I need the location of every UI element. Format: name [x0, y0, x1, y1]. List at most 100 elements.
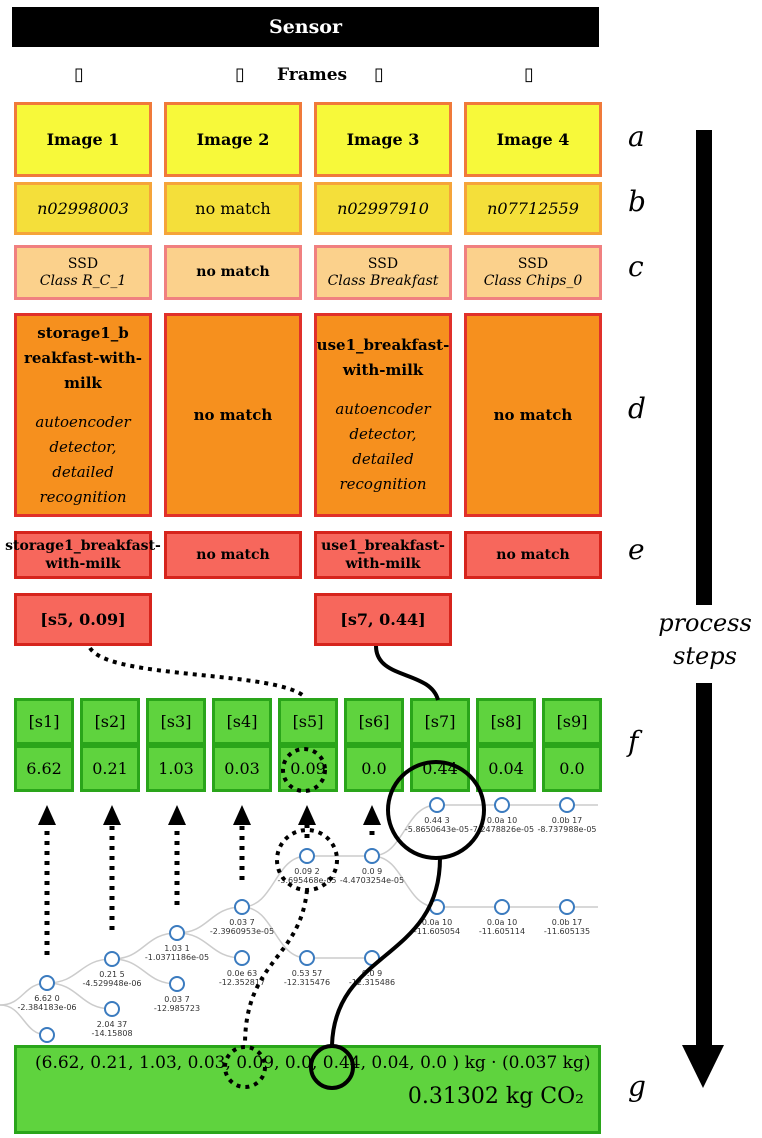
- tree-node-label: -12.352817: [219, 978, 265, 987]
- highlight-result-s7: [309, 1044, 355, 1090]
- tree-edge: [241, 855, 308, 908]
- state-label-box: [s7]: [410, 698, 470, 745]
- tree-edge: [111, 932, 178, 960]
- process-arrow-bar: [696, 683, 712, 1048]
- tree-node: [39, 975, 55, 991]
- tree-node-label: 2.04 37: [97, 1020, 128, 1029]
- row-e-box: storage1_breakfast-with-milk: [5, 531, 161, 579]
- row-b-box: n02997910: [314, 182, 452, 235]
- state-label-box: [s9]: [542, 698, 602, 745]
- tree-edge: [46, 958, 113, 984]
- row-a-box: Image 2: [164, 102, 302, 177]
- missing-glyph: ▯: [524, 64, 534, 85]
- tree-edge: [176, 932, 243, 959]
- tree-node-label: 0.0 9: [362, 969, 382, 978]
- tree-node-label: 0.0 9: [362, 867, 382, 876]
- frames-label: Frames: [277, 65, 348, 85]
- tree-node-label: -14.15808: [91, 1029, 132, 1038]
- tree-node: [429, 797, 445, 813]
- row-a-box: Image 3: [314, 102, 452, 177]
- tree-node-label: 1.03 1: [164, 944, 189, 953]
- step-letter-f: f: [628, 725, 639, 758]
- state-match-box: [s5, 0.09]: [14, 593, 152, 646]
- state-value-box: 0.04: [476, 745, 536, 792]
- row-b-box: n07712559: [464, 182, 602, 235]
- state-label-box: [s3]: [146, 698, 206, 745]
- state-label-box: [s5]: [278, 698, 338, 745]
- solid-link-s7: [374, 645, 440, 701]
- missing-glyph: ▯: [74, 64, 84, 85]
- tree-node: [169, 976, 185, 992]
- row-a-box: Image 1: [14, 102, 152, 177]
- tree-node-label: -11.605135: [544, 927, 590, 936]
- tree-edge: [371, 804, 438, 857]
- arrowhead-icon: [103, 805, 121, 825]
- tree-node-label: -11.605054: [414, 927, 460, 936]
- row-e-box: use1_breakfast-with-milk: [314, 531, 452, 579]
- row-e-box: no match: [164, 531, 302, 579]
- tree-node: [169, 925, 185, 941]
- tree-node-label: -12.315476: [284, 978, 330, 987]
- tree-edge: [241, 906, 308, 959]
- row-d-box: no match: [464, 313, 602, 517]
- tree-edge: [371, 855, 438, 908]
- tree-edge: [111, 958, 178, 985]
- state-value-box: 0.21: [80, 745, 140, 792]
- tree-node-label: -2.3960953e-05: [210, 927, 274, 936]
- tree-edge: [46, 982, 113, 1010]
- state-label-box: [s2]: [80, 698, 140, 745]
- tree-node: [299, 848, 315, 864]
- tree-node-label: 0.53 57: [292, 969, 323, 978]
- state-value-box: 0.03: [212, 745, 272, 792]
- tree-node-label: -1.0371186e-05: [145, 953, 209, 962]
- arrowhead-icon: [298, 805, 316, 825]
- tree-node-label: -7.2478826e-05: [470, 825, 534, 834]
- state-value-box: 0.09: [278, 745, 338, 792]
- state-match-box: [s7, 0.44]: [314, 593, 452, 646]
- state-label-box: [s4]: [212, 698, 272, 745]
- tree-node-label: -12.315486: [349, 978, 395, 987]
- tree-node-label: 0.0a 10: [422, 918, 452, 927]
- highlight-result-s5: [223, 1045, 267, 1089]
- tree-node-label: -2.384183e-06: [17, 1003, 76, 1012]
- state-label-box: [s8]: [476, 698, 536, 745]
- tree-node-label: -11.605114: [479, 927, 525, 936]
- step-letter-a: a: [628, 120, 645, 153]
- tree-node-label: -5.8650643e-05: [405, 825, 469, 834]
- state-label-box: [s6]: [344, 698, 404, 745]
- tree-node: [234, 899, 250, 915]
- tree-node-label: 0.09 2: [294, 867, 319, 876]
- arrowhead-icon: [168, 805, 186, 825]
- step-letter-g: g: [628, 1070, 646, 1103]
- tree-node-label: -4.4703254e-05: [340, 876, 404, 885]
- step-letter-c: c: [628, 250, 644, 283]
- state-value-box: 6.62: [14, 745, 74, 792]
- step-letter-d: d: [628, 392, 646, 425]
- tree-node-label: 0.0b 17: [552, 816, 583, 825]
- tree-node-label: 0.0b 17: [552, 918, 583, 927]
- process-arrowhead-icon: [682, 1045, 724, 1088]
- state-value-box: 1.03: [146, 745, 206, 792]
- row-b-box: n02998003: [14, 182, 152, 235]
- solid-link-result: [330, 857, 442, 1046]
- tree-node-label: 6.62 0: [34, 994, 59, 1003]
- tree-node: [559, 899, 575, 915]
- tree-node: [234, 950, 250, 966]
- result-bar: (6.62, 0.21, 1.03, 0.03, 0.09, 0.0, 0.44…: [14, 1045, 601, 1134]
- arrowhead-icon: [363, 805, 381, 825]
- highlight-s7: [386, 760, 486, 860]
- tree-node: [104, 951, 120, 967]
- tree-node-label: 0.21 5: [99, 970, 124, 979]
- result-total: 0.31302 kg CO₂: [407, 1084, 584, 1109]
- dotted-link-s5: [88, 646, 308, 700]
- row-a-box: Image 4: [464, 102, 602, 177]
- row-e-box: no match: [464, 531, 602, 579]
- arrowhead-icon: [38, 805, 56, 825]
- tree-node: [39, 1027, 55, 1043]
- tree-node-label: 0.0a 10: [487, 918, 517, 927]
- row-c-box: no match: [164, 245, 302, 300]
